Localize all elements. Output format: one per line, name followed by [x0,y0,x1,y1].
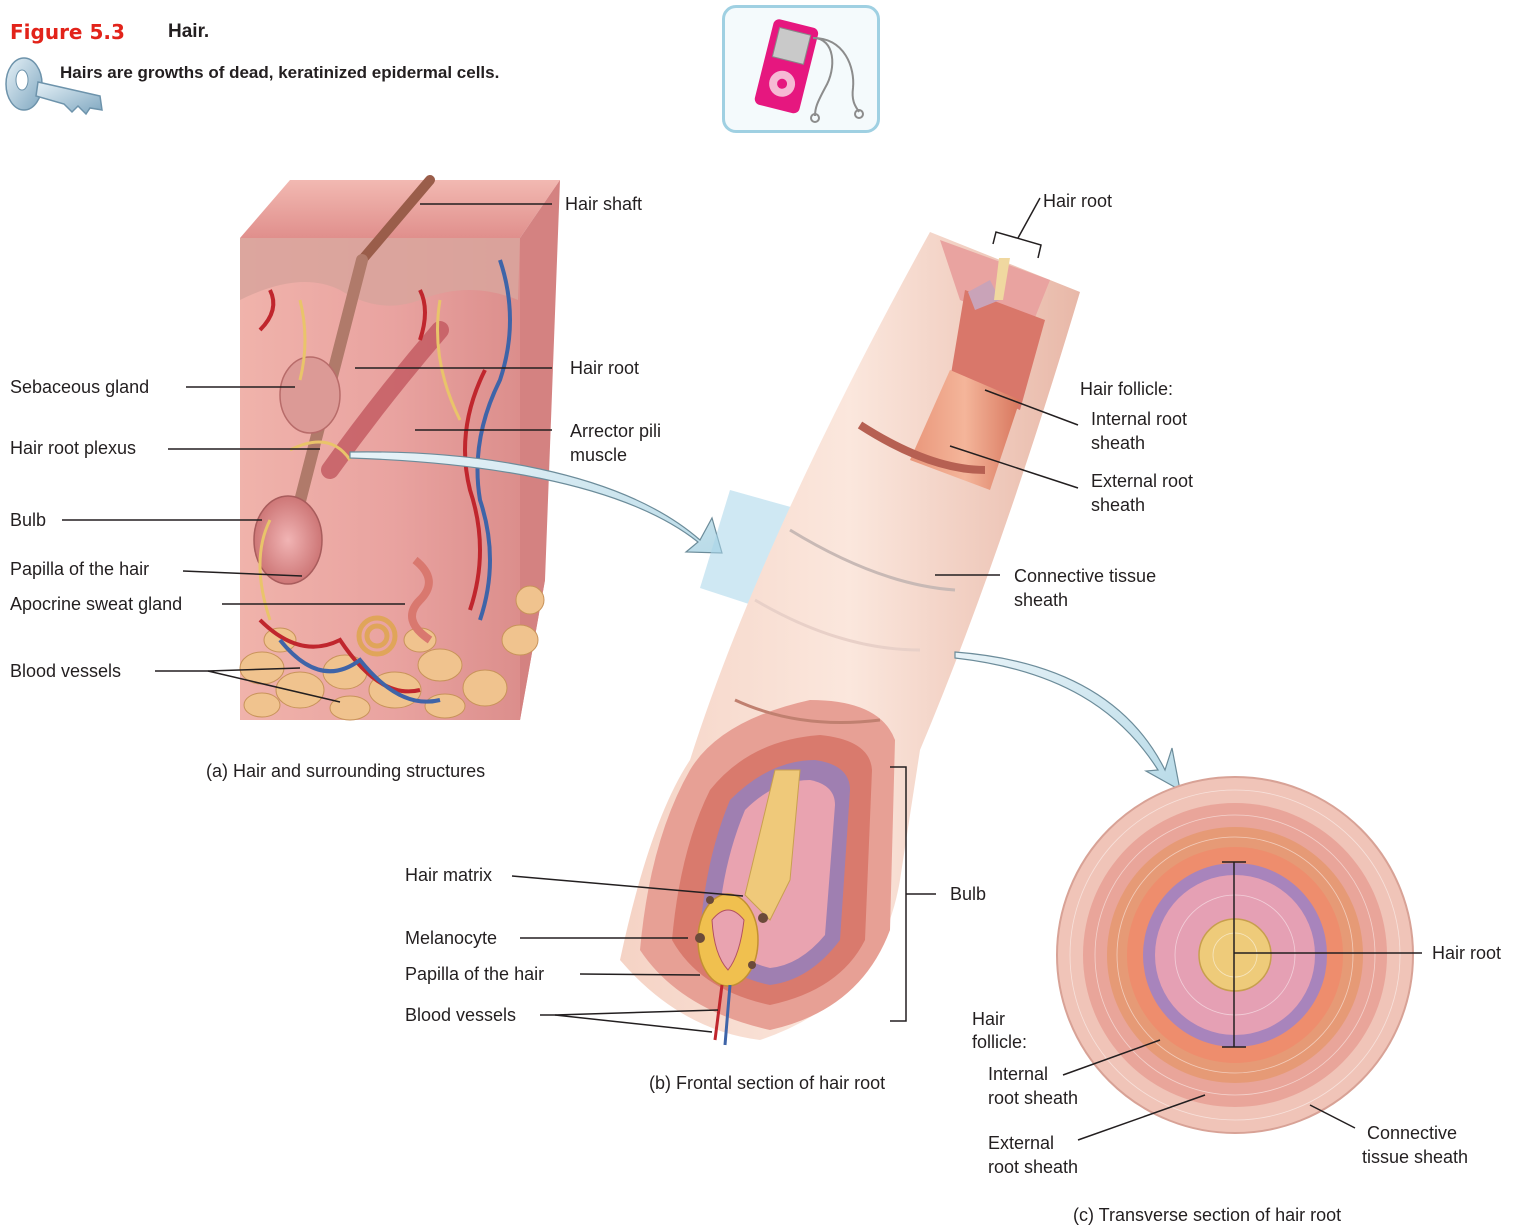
label-melanocyte: Melanocyte [405,927,497,950]
label-connective-c-1: Connective [1367,1122,1457,1145]
label-hair-root-a: Hair root [570,357,639,380]
label-external-c-2: root sheath [988,1156,1078,1179]
label-connective-c-2: tissue sheath [1362,1146,1468,1169]
label-hair-follicle-c-1: Hair [972,1008,1005,1031]
label-bulb-a: Bulb [10,509,46,532]
follicle-3d [620,232,1080,1045]
label-internal-c-2: root sheath [988,1087,1078,1110]
caption-c: (c) Transverse section of hair root [1073,1204,1341,1226]
label-blood-vessels-a: Blood vessels [10,660,121,683]
label-connective-tissue-2: sheath [1014,589,1068,612]
label-internal-root-sheath-1: Internal root [1091,408,1187,431]
arrow-b-to-c [955,652,1180,790]
label-hair-root-c: Hair root [1432,942,1501,965]
label-papilla-a: Papilla of the hair [10,558,149,581]
label-hair-root-plexus: Hair root plexus [10,437,136,460]
label-sebaceous-gland: Sebaceous gland [10,376,149,399]
label-hair-root-b: Hair root [1043,190,1112,213]
label-hair-shaft: Hair shaft [565,193,642,216]
label-arrector-pili-2: muscle [570,444,627,467]
caption-b: (b) Frontal section of hair root [649,1072,885,1094]
label-external-c-1: External [988,1132,1054,1155]
label-apocrine-sweat-gland: Apocrine sweat gland [10,593,182,616]
label-external-root-sheath-2: sheath [1091,494,1145,517]
label-arrector-pili-1: Arrector pili [570,420,661,443]
label-hair-follicle-c-2: follicle: [972,1031,1027,1054]
label-papilla-b: Papilla of the hair [405,963,544,986]
transverse-section [1057,777,1413,1133]
label-hair-matrix: Hair matrix [405,864,492,887]
label-internal-root-sheath-2: sheath [1091,432,1145,455]
label-external-root-sheath-1: External root [1091,470,1193,493]
label-hair-follicle-b: Hair follicle: [1080,378,1173,401]
label-blood-vessels-b: Blood vessels [405,1004,516,1027]
label-internal-c-1: Internal [988,1063,1048,1086]
skin-block [240,180,560,720]
label-bulb-b: Bulb [950,883,986,906]
label-connective-tissue-1: Connective tissue [1014,565,1156,588]
caption-a: (a) Hair and surrounding structures [206,760,485,782]
